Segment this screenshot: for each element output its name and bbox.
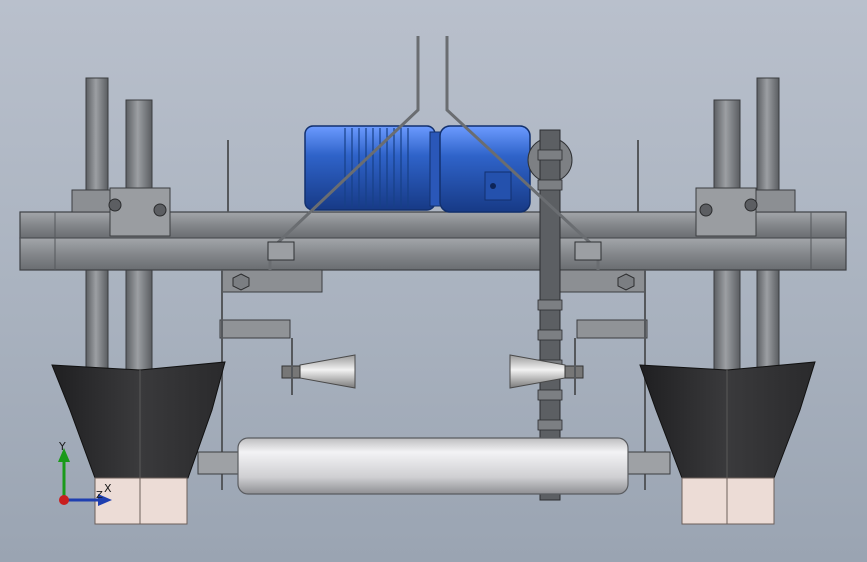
triad-z-label: Z <box>96 490 103 501</box>
left-hanger-bracket <box>219 140 323 490</box>
orientation-triad[interactable]: Y X Z <box>40 430 120 520</box>
left-hopper <box>51 361 226 525</box>
rod-bolts <box>267 241 602 261</box>
x-axis-arrowhead <box>98 494 112 506</box>
triad-y-label: Y <box>59 440 66 453</box>
left-post-clamp <box>71 187 171 237</box>
drive-chain <box>537 129 563 501</box>
main-roller <box>197 437 671 495</box>
right-hopper <box>639 361 816 525</box>
gearbox <box>439 125 531 213</box>
right-post-clamp <box>695 187 796 237</box>
y-axis-arrowhead <box>58 448 70 462</box>
triad-axes <box>58 448 112 506</box>
left-cone-roller <box>281 338 356 395</box>
triad-x-label: X <box>104 482 112 495</box>
z-axis-dot <box>59 495 69 505</box>
right-cone-roller <box>509 338 584 395</box>
